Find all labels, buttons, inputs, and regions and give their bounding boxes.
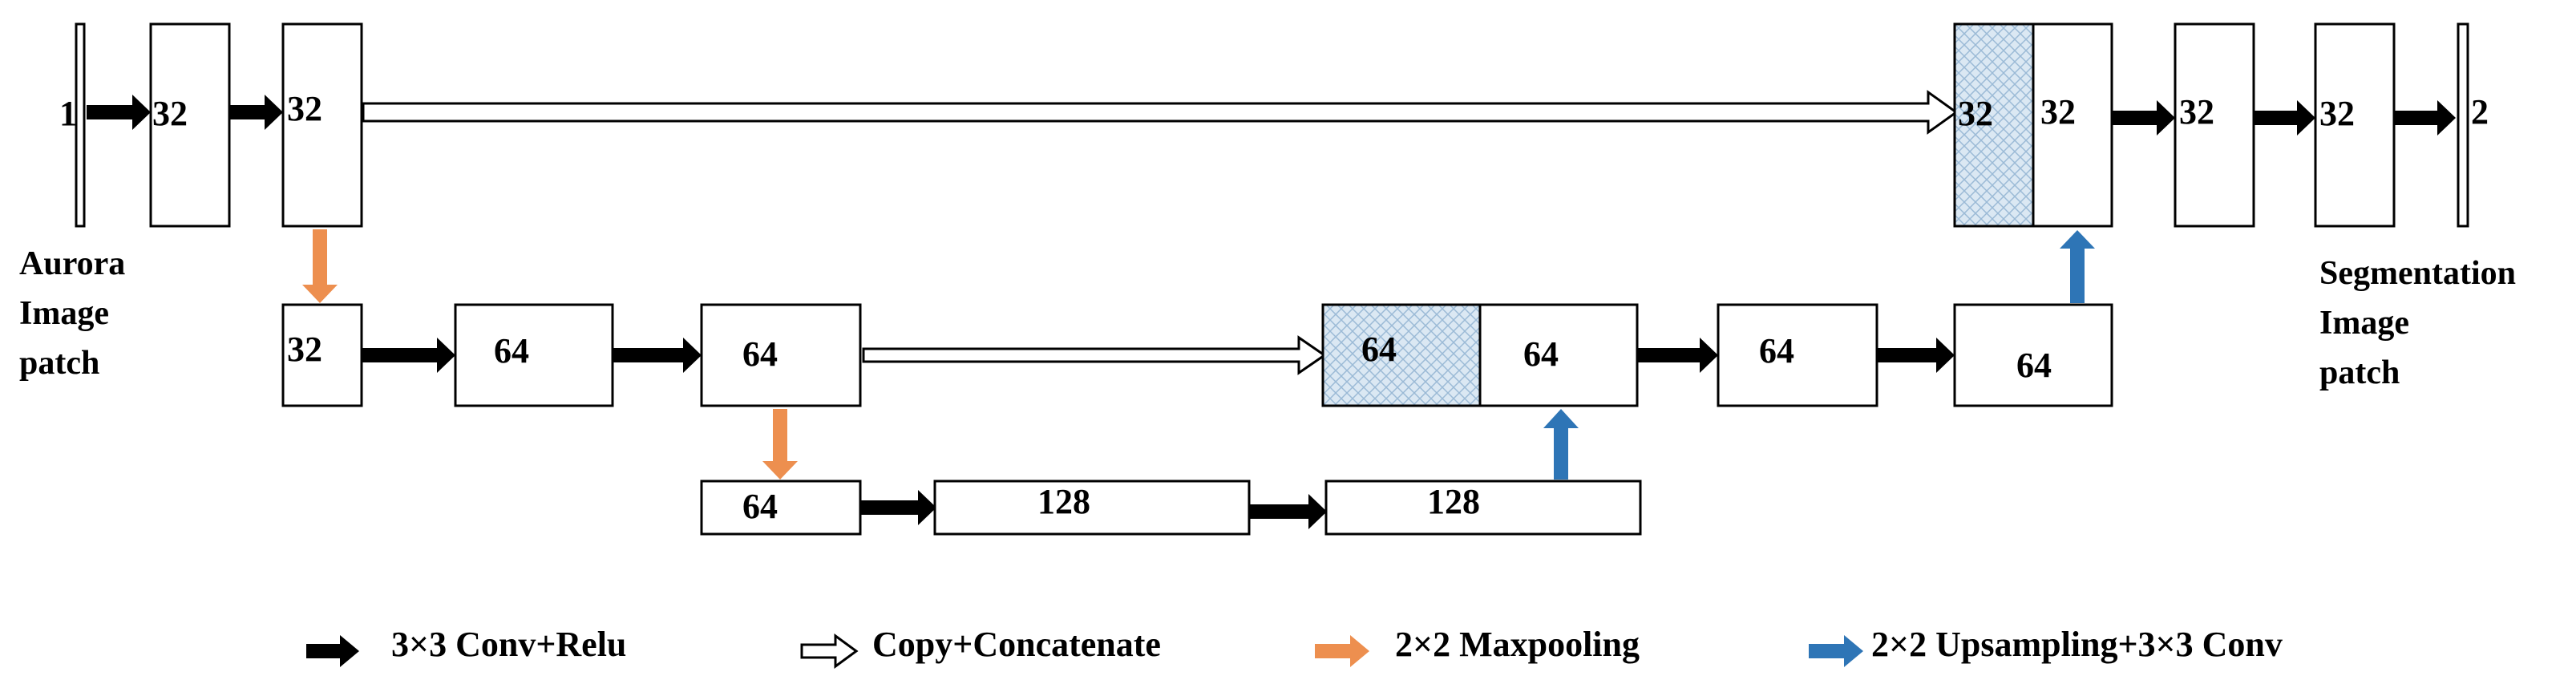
feature-map: [281, 22, 363, 228]
input-label: Image: [19, 295, 109, 332]
copied-channels: 32: [1958, 94, 1993, 133]
legend-conv-label: 3×3 Conv+Relu: [391, 625, 626, 664]
feature-map-channels: 64: [742, 334, 778, 374]
copy-arrow: [362, 90, 1959, 135]
feature-map: [1478, 303, 1639, 407]
feature-map-channels: 64: [1759, 331, 1794, 370]
feature-map: [933, 480, 1251, 536]
feature-map: [1953, 303, 2113, 407]
feature-map: [149, 22, 231, 228]
black-arrow-icon: [306, 635, 359, 667]
copy-arrow: [862, 335, 1327, 375]
feature-map-channels: 32: [2179, 92, 2214, 132]
feature-map: [700, 480, 862, 536]
legend-upsample-label: 2×2 Upsampling+3×3 Conv: [1871, 625, 2283, 664]
feature-map-channels: 64: [2016, 346, 2052, 385]
orange-arrow-icon: [1315, 635, 1369, 667]
upsample-arrow: [1543, 409, 1579, 480]
conv-arrow: [1877, 338, 1955, 373]
conv-arrow: [2394, 100, 2456, 136]
blue-arrow-icon: [1809, 635, 1863, 667]
maxpool-arrow: [302, 229, 338, 303]
feature-map-channels: 64: [494, 331, 529, 370]
conv-arrow: [2112, 100, 2175, 136]
feature-map: [2174, 22, 2255, 228]
output-channels: 2: [2471, 92, 2489, 132]
conv-arrow: [87, 95, 151, 130]
concatenated-feature-map: [1953, 22, 2035, 228]
feature-map-channels: 64: [1523, 334, 1559, 374]
conv-arrow: [362, 338, 455, 373]
input-channels: 1: [59, 94, 77, 133]
upsample-arrow: [2060, 230, 2095, 303]
concatenated-feature-map: [1321, 303, 1482, 407]
copied-channels: 64: [1361, 330, 1397, 369]
output-label: Image: [2319, 305, 2409, 342]
feature-map: [281, 303, 363, 407]
legend-copy-label: Copy+Concatenate: [872, 625, 1161, 664]
conv-arrow: [1637, 338, 1718, 373]
feature-map-channels: 32: [2319, 94, 2355, 133]
conv-arrow: [1249, 494, 1327, 529]
feature-map-channels: 32: [152, 94, 188, 133]
input-label: Aurora: [19, 245, 125, 282]
hollow-arrow-icon: [800, 633, 859, 669]
input-label: patch: [19, 345, 99, 382]
output-label: Segmentation: [2319, 255, 2516, 292]
feature-map-channels: 128: [1427, 482, 1480, 521]
conv-arrow: [2254, 100, 2315, 136]
conv-arrow: [613, 338, 702, 373]
conv-arrow: [229, 95, 283, 130]
conv-arrow: [860, 490, 936, 525]
feature-map: [1324, 480, 1642, 536]
feature-map: [454, 303, 614, 407]
feature-map: [2314, 22, 2396, 228]
legend-pool-label: 2×2 Maxpooling: [1395, 625, 1640, 664]
feature-map-channels: 32: [287, 330, 322, 369]
feature-map-channels: 32: [287, 89, 322, 128]
feature-map: [1717, 303, 1878, 407]
output-slice: [2457, 22, 2469, 228]
feature-map-channels: 128: [1037, 482, 1090, 521]
feature-map-channels: 32: [2040, 92, 2076, 132]
feature-map: [700, 303, 862, 407]
maxpool-arrow: [762, 409, 798, 480]
feature-map-channels: 64: [742, 487, 778, 526]
input-slice: [75, 22, 86, 228]
output-label: patch: [2319, 354, 2400, 391]
